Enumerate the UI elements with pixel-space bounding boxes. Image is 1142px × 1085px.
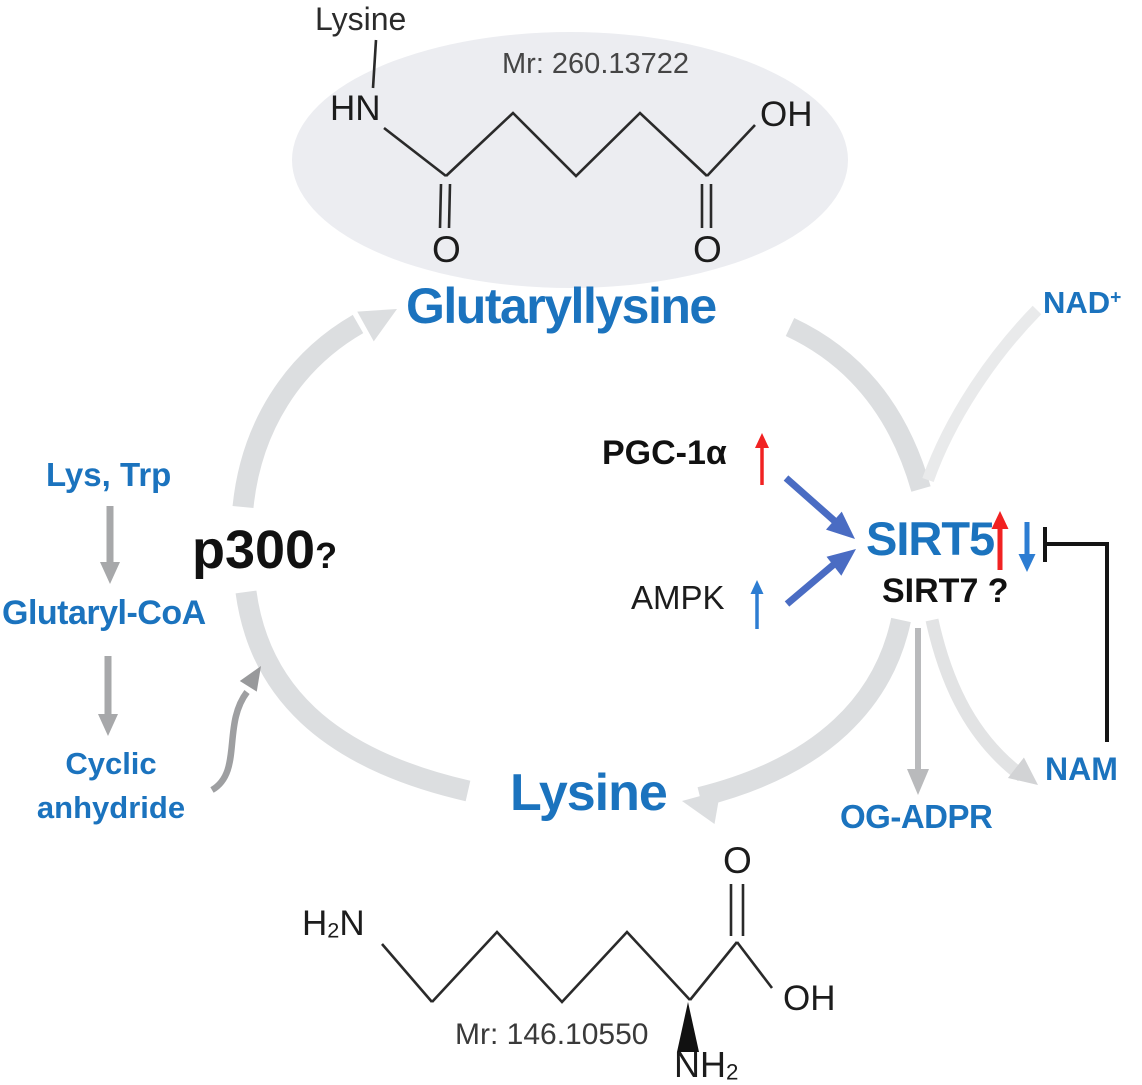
nam-output-curve — [925, 618, 1026, 782]
lysine-residue-label: Lysine — [315, 1, 407, 37]
cycle-arc-right-upper — [785, 317, 931, 492]
hn-to-carbonyl-bond — [383, 126, 447, 178]
carboxyl-to-oh-bond — [706, 124, 756, 177]
cyclic-anhydride-to-cycle-arrowhead — [239, 666, 261, 692]
h2n-atom-label: H2N — [302, 904, 365, 943]
cycle-arc-to-lysine-arrowhead — [682, 790, 721, 824]
pgc1a-to-sirt5-arrow-shaft — [783, 475, 841, 527]
glutaryl-coa-label: Glutaryl-CoA — [2, 594, 206, 632]
p300-text: p300 — [192, 520, 316, 580]
carboxyl-to-oh-bond-bottom — [735, 941, 774, 989]
oh-atom-label-bottom: OH — [783, 979, 836, 1018]
o-atom-label-top-right: O — [693, 229, 722, 270]
cyclic-anhydride-line1: Cyclic — [65, 746, 157, 781]
nad-label: NAD+ — [1043, 285, 1122, 320]
h2n-h-text: H — [302, 904, 328, 943]
glutarylcoa-to-cyclic-arrowhead — [98, 714, 118, 736]
nad-base-text: NAD — [1043, 285, 1111, 320]
left-carbonyl-double-bond — [438, 183, 452, 229]
oh-atom-label-top: OH — [760, 95, 813, 134]
o-atom-label-top-left: O — [432, 229, 461, 270]
pgc1a-up-arrowhead — [755, 433, 769, 448]
ampk-up-arrowhead — [750, 580, 764, 594]
lys-trp-label: Lys, Trp — [46, 456, 172, 493]
structure-highlight-ellipse — [292, 32, 848, 288]
sirt7-label: SIRT7 ? — [882, 572, 1009, 610]
right-carbonyl-double-bond — [700, 184, 713, 228]
lysine-chain-bond — [431, 930, 691, 1004]
p300-question-mark: ? — [315, 535, 338, 576]
nh2-base-text: NH — [674, 1044, 726, 1085]
glutaryllysine-structure-bonds — [371, 39, 756, 229]
hn-atom-label: HN — [330, 89, 381, 128]
nad-superscript-plus: + — [1110, 287, 1122, 309]
pgc1a-label: PGC-1α — [602, 434, 727, 472]
sirt5-label: SIRT5 — [866, 512, 995, 565]
pgc1a-to-sirt5-arrowhead — [825, 511, 855, 539]
cyclic-anhydride-line2: anhydride — [36, 790, 186, 825]
h2n-to-chain-bond — [381, 943, 433, 1003]
h2n-subscript: 2 — [327, 917, 340, 943]
glutaryllysine-mr-label: Mr: 260.13722 — [502, 48, 690, 80]
cycle-arc-left-lower — [235, 590, 471, 802]
cyclic-anhydride-label: Cyclic anhydride — [18, 742, 204, 830]
glutaryl-chain-bond — [445, 111, 708, 178]
alpha-to-carboxyl-bond — [688, 941, 739, 1001]
lys-trp-to-glutarylcoa-arrowhead — [100, 562, 120, 584]
nh2-subscript: 2 — [726, 1059, 739, 1085]
nam-label: NAM — [1045, 751, 1118, 787]
h2n-n-text: N — [339, 904, 365, 943]
glutaryllysine-title: Glutaryllysine — [406, 278, 717, 334]
nad-input-curve — [922, 305, 1042, 483]
o-atom-label-bottom: O — [723, 840, 752, 881]
cycle-arc-right-lower — [697, 617, 911, 807]
nam-inhibition-line — [1045, 542, 1109, 742]
lysine-label-bond — [371, 39, 378, 89]
cycle-arc-left-upper — [232, 314, 364, 509]
stereo-wedge-bond — [677, 1002, 699, 1052]
og-adpr-arrowhead — [907, 769, 929, 795]
nam-output-arrowhead — [1007, 757, 1038, 785]
lysine-title: Lysine — [510, 764, 668, 822]
ampk-to-sirt5-arrow-shaft — [784, 557, 842, 607]
ampk-label: AMPK — [631, 579, 725, 616]
lysine-structure-bonds — [381, 884, 774, 1004]
sirt5-down-arrowhead — [1018, 554, 1036, 572]
ampk-to-sirt5-arrowhead — [826, 549, 856, 576]
lysine-mr-label: Mr: 146.10550 — [455, 1018, 649, 1051]
p300-label: p300? — [192, 522, 337, 579]
og-adpr-label: OG-ADPR — [840, 798, 993, 835]
cycle-arc-left-arrowhead — [357, 309, 397, 342]
cyclic-anhydride-to-cycle-curve — [210, 690, 250, 793]
bottom-carbonyl-double-bond — [729, 884, 745, 936]
sirt5-up-arrowhead — [991, 511, 1009, 529]
nh2-atom-label: NH2 — [674, 1046, 738, 1084]
